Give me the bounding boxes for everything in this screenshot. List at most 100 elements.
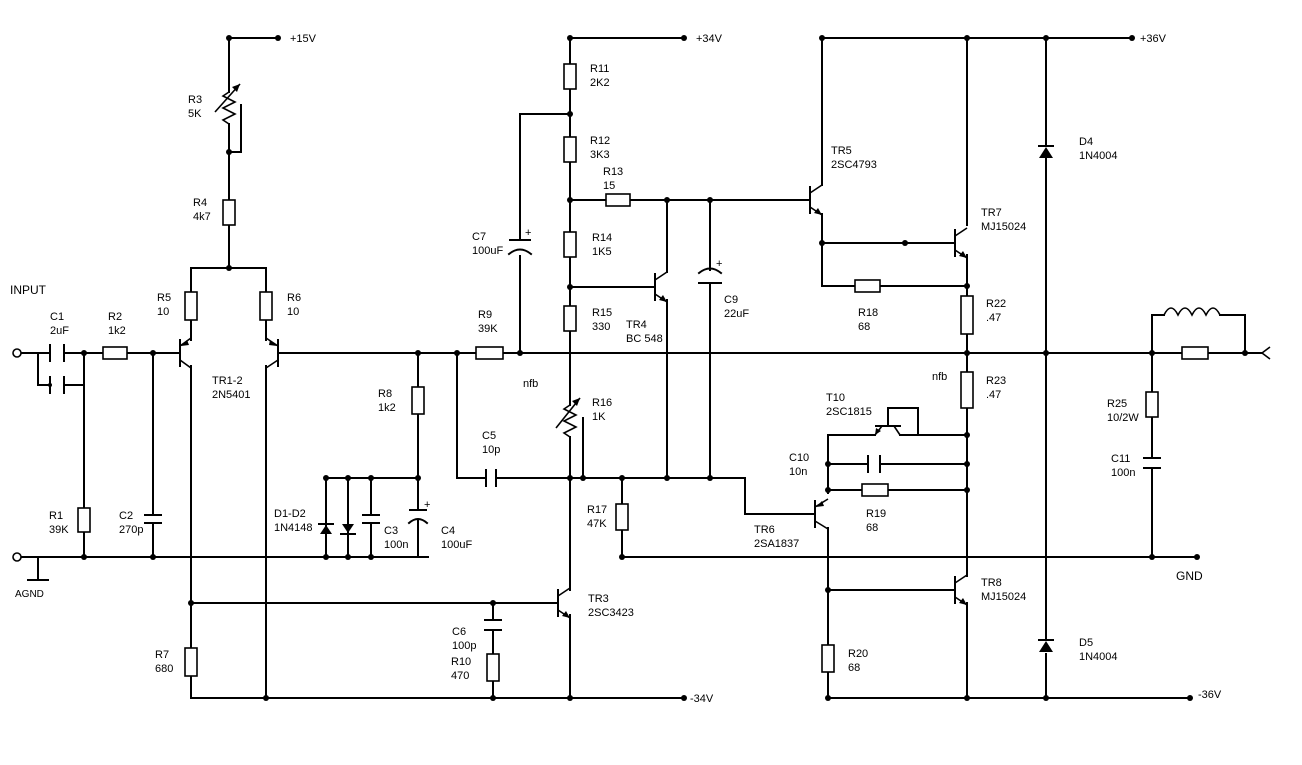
r10-value: 470 — [451, 670, 469, 682]
c7-plus: + — [525, 227, 531, 239]
r25-ref: R25 — [1107, 398, 1127, 410]
rail-p15-label: +15V — [290, 33, 317, 45]
r5-value: 10 — [157, 306, 169, 318]
capacitor-c2 — [144, 514, 162, 524]
tr7-ref: TR7 — [981, 207, 1002, 219]
r2-ref: R2 — [108, 311, 122, 323]
c9-plus: + — [716, 258, 722, 270]
r2-value: 1k2 — [108, 325, 126, 337]
r8-value: 1k2 — [378, 402, 396, 414]
capacitor-c5 — [485, 469, 497, 487]
terminals — [12, 35, 1271, 701]
tr3-ref: TR3 — [588, 593, 609, 605]
diode-d2 — [340, 524, 356, 535]
labels: +15V +34V +36V -34V -36V GND AGND INPUT … — [10, 33, 1222, 705]
r18-ref: R18 — [858, 307, 878, 319]
r22-ref: R22 — [986, 298, 1006, 310]
d5-value: 1N4004 — [1079, 651, 1118, 663]
tr5-ref: TR5 — [831, 145, 852, 157]
r19-ref: R19 — [866, 508, 886, 520]
rail-m34-label: -34V — [690, 693, 714, 705]
d4-ref: D4 — [1079, 136, 1093, 148]
nfb-label-1: nfb — [523, 378, 538, 390]
resistor-r25 — [1145, 391, 1159, 418]
r7-ref: R7 — [155, 649, 169, 661]
resistor-r15 — [563, 305, 577, 332]
r17-value: 47K — [587, 518, 607, 530]
transistor-tr2 — [265, 337, 287, 369]
d12-ref: D1-D2 — [274, 508, 306, 520]
r15-value: 330 — [592, 321, 610, 333]
r10-ref: R10 — [451, 656, 471, 668]
capacitor-c1a — [49, 344, 65, 362]
r12-value: 3K3 — [590, 149, 610, 161]
c10-ref: C10 — [789, 452, 809, 464]
capacitors — [49, 239, 1161, 631]
r22-value: .47 — [986, 312, 1001, 324]
r13-value: 15 — [603, 180, 615, 192]
tr3-value: 2SC3423 — [588, 607, 634, 619]
c5-value: 10p — [482, 444, 500, 456]
r3-value: 5K — [188, 108, 202, 120]
diodes — [318, 145, 1054, 652]
t10-value: 2SC1815 — [826, 406, 872, 418]
r8-ref: R8 — [378, 388, 392, 400]
c1-value: 2uF — [50, 325, 69, 337]
tr12-ref: TR1-2 — [212, 375, 243, 387]
r16-ref: R16 — [592, 397, 612, 409]
r23-value: .47 — [986, 389, 1001, 401]
capacitor-c1b — [49, 376, 65, 394]
c9-ref: C9 — [724, 294, 738, 306]
resistor-r4 — [222, 199, 236, 226]
c1-ref: C1 — [50, 311, 64, 323]
d12-value: 1N4148 — [274, 522, 313, 534]
wiring — [20, 37, 1263, 699]
r6-ref: R6 — [287, 292, 301, 304]
resistor-r5 — [184, 291, 198, 321]
r20-value: 68 — [848, 662, 860, 674]
tr5-value: 2SC4793 — [831, 159, 877, 171]
capacitor-c3 — [362, 514, 380, 524]
resistor-output — [1181, 346, 1209, 360]
diode-d5 — [1038, 639, 1054, 652]
c11-value: 100n — [1111, 467, 1135, 479]
r13-ref: R13 — [603, 166, 623, 178]
c10-value: 10n — [789, 466, 807, 478]
resistor-r1 — [77, 507, 91, 533]
resistors — [77, 63, 1209, 682]
resistor-r6 — [259, 291, 273, 321]
c5-ref: C5 — [482, 430, 496, 442]
resistor-r19 — [861, 483, 889, 497]
c7-ref: C7 — [472, 231, 486, 243]
resistor-r7 — [184, 647, 198, 677]
tr4-value: BC 548 — [626, 333, 663, 345]
agnd-label: AGND — [15, 589, 44, 600]
tr8-value: MJ15024 — [981, 591, 1026, 603]
c9-value: 22uF — [724, 308, 749, 320]
transistor-t10 — [874, 407, 901, 436]
r4-value: 4k7 — [193, 211, 211, 223]
r14-value: 1K5 — [592, 246, 612, 258]
nfb-label-2: nfb — [932, 371, 947, 383]
r9-ref: R9 — [478, 309, 492, 321]
resistor-r13 — [605, 193, 631, 207]
r4-ref: R4 — [193, 197, 207, 209]
tr8-ref: TR8 — [981, 577, 1002, 589]
input-terminal — [12, 348, 22, 358]
r12-ref: R12 — [590, 135, 610, 147]
transistor-tr3 — [548, 587, 571, 619]
resistor-r18 — [854, 279, 881, 293]
r1-value: 39K — [49, 524, 69, 536]
input-ground-terminal — [12, 552, 22, 562]
r15-ref: R15 — [592, 307, 612, 319]
r20-ref: R20 — [848, 648, 868, 660]
tr4-ref: TR4 — [626, 319, 647, 331]
r23-ref: R23 — [986, 375, 1006, 387]
resistor-r23 — [960, 371, 974, 409]
c6-ref: C6 — [452, 626, 466, 638]
capacitor-c10 — [867, 455, 881, 473]
potentiometer-r16 — [555, 394, 584, 441]
transistor-tr6 — [811, 498, 829, 530]
transistor-tr4 — [651, 271, 668, 303]
input-label: INPUT — [10, 283, 47, 297]
